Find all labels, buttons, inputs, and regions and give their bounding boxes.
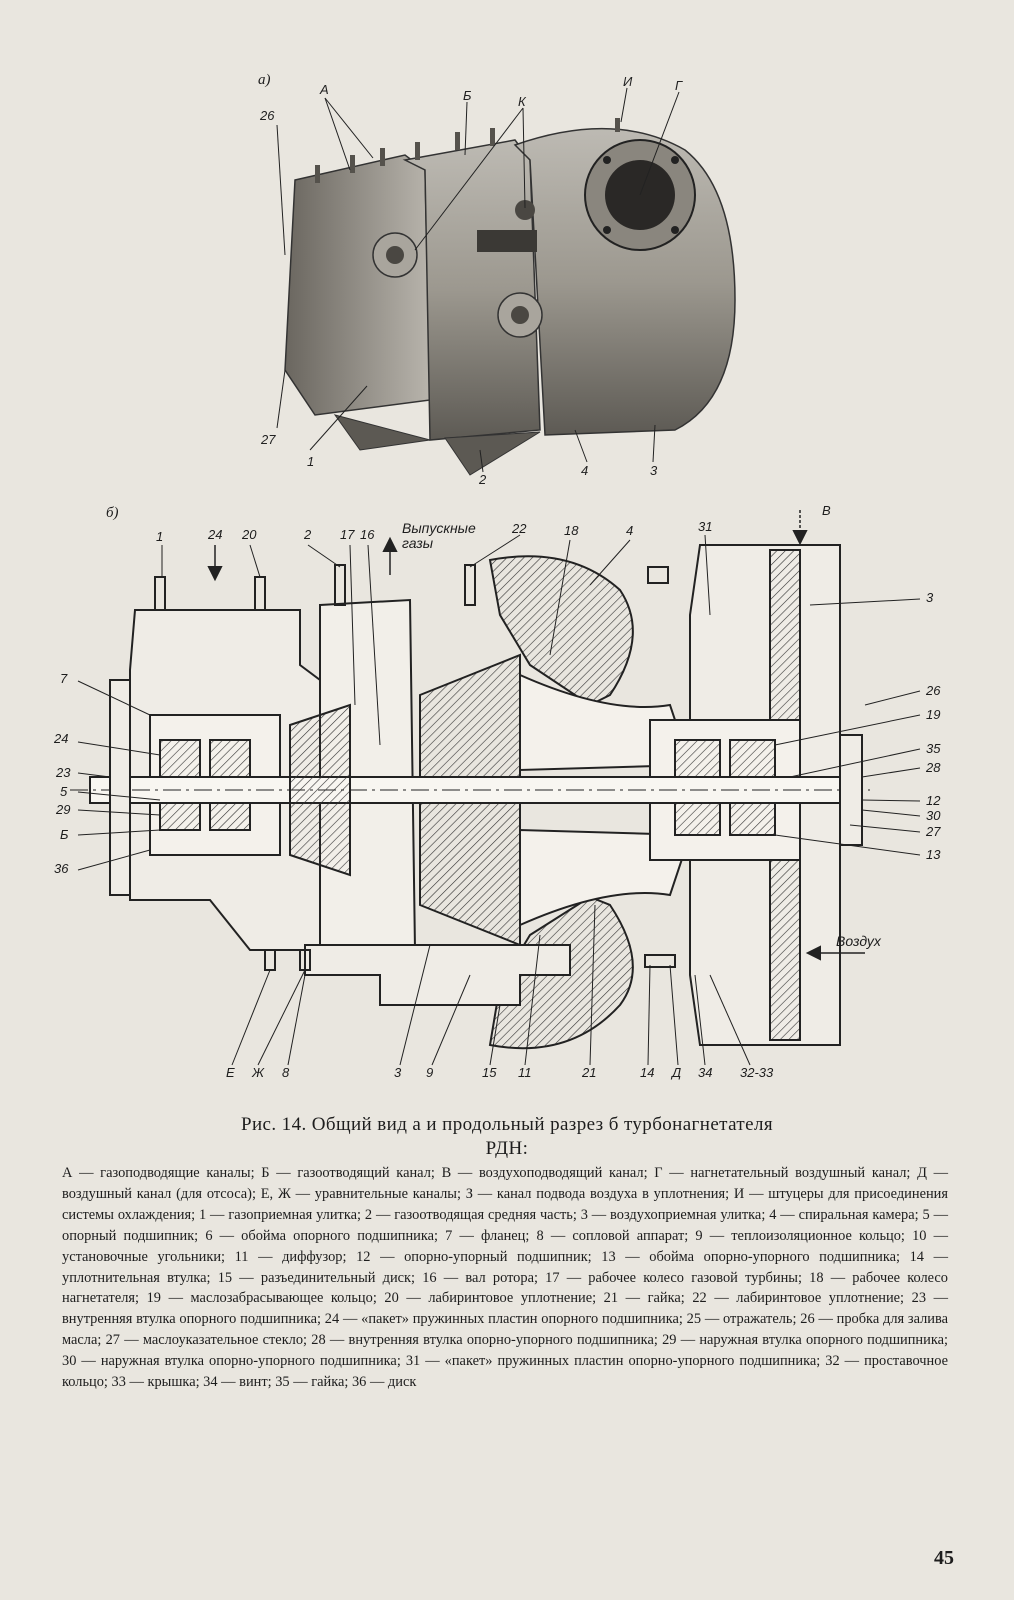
photo-callout-27: 27 <box>261 432 276 447</box>
section-callout-top-4: 4 <box>626 523 634 538</box>
section-drawing <box>70 510 921 1066</box>
caption-title-line1: Рис. 14. Общий вид а и продольный разрез… <box>241 1114 773 1135</box>
figure-legend: А — газоподводящие каналы; Б — газоотвод… <box>62 1165 948 1391</box>
section-callout-top-22: 22 <box>512 521 527 536</box>
section-callout-left-B: Б <box>60 827 69 842</box>
section-callout-bottom-Zh: Ж <box>252 1065 264 1080</box>
section-callout-left-36: 36 <box>54 861 69 876</box>
section-callout-top-31: 31 <box>698 519 713 534</box>
photo-callout-4: 4 <box>581 463 589 478</box>
section-callout-top-18: 18 <box>564 523 579 538</box>
photo-callout-G: Г <box>675 78 683 93</box>
section-callout-right-3: 3 <box>926 590 934 605</box>
section-callout-right-27: 27 <box>926 824 941 839</box>
section-callout-bottom-9: 9 <box>426 1065 434 1080</box>
section-callout-right-12: 12 <box>926 793 941 808</box>
section-callout-left-29: 29 <box>56 802 71 817</box>
exhaust-gases-note: Выпускные газы <box>402 520 476 551</box>
section-callout-right-28: 28 <box>926 760 941 775</box>
section-callout-left-5: 5 <box>60 784 68 799</box>
figure-a-label: а) <box>258 72 271 88</box>
photo-callout-A: А <box>320 82 329 97</box>
photo-callout-1: 1 <box>307 454 315 469</box>
caption-title-line2: РДН: <box>485 1138 529 1159</box>
turbocharger-longitudinal-section: б) Выпускные газы Воздух 1 24 20 2 17 16… <box>50 503 965 1100</box>
section-callout-bottom-21: 21 <box>582 1065 597 1080</box>
photo-callout-26: 26 <box>260 108 275 123</box>
section-callout-top-1: 1 <box>156 529 164 544</box>
section-callout-bottom-3: 3 <box>394 1065 402 1080</box>
air-inlet-note: Воздух <box>836 933 881 949</box>
section-callout-bottom-15: 15 <box>482 1065 497 1080</box>
section-callout-right-26: 26 <box>926 683 941 698</box>
section-callout-top-16: 16 <box>360 527 375 542</box>
photo-callout-I: И <box>623 74 633 89</box>
figure-caption-title: Рис. 14. Общий вид а и продольный разрез… <box>0 1113 1014 1161</box>
photo-callout-3: 3 <box>650 463 658 478</box>
section-callout-bottom-E: Е <box>226 1065 235 1080</box>
photo-callout-B: Б <box>463 88 472 103</box>
section-callout-bottom-32-33: 32-33 <box>740 1065 774 1080</box>
section-callout-bottom-D: Д <box>672 1065 682 1080</box>
section-callout-top-24: 24 <box>208 527 223 542</box>
section-callout-top-2: 2 <box>304 527 312 542</box>
section-callout-bottom-34: 34 <box>698 1065 713 1080</box>
section-callout-top-17: 17 <box>340 527 355 542</box>
turbocharger-photo-drawing <box>276 87 736 476</box>
turbocharger-exterior-photo: 26 А Б К И Г 27 1 2 4 3 <box>255 70 765 500</box>
photo-callout-2: 2 <box>479 472 487 487</box>
section-callout-left-7: 7 <box>60 671 68 686</box>
photo-callout-K: К <box>518 94 526 109</box>
page-number: 45 <box>934 1547 954 1569</box>
figure-b-label: б) <box>106 505 119 521</box>
section-callout-left-24: 24 <box>54 731 69 746</box>
section-callout-bottom-8: 8 <box>282 1065 290 1080</box>
section-callout-right-35: 35 <box>926 741 941 756</box>
section-callout-bottom-11: 11 <box>518 1065 532 1080</box>
section-callout-right-13: 13 <box>926 847 941 862</box>
section-callout-bottom-14: 14 <box>640 1065 655 1080</box>
section-callout-right-30: 30 <box>926 808 941 823</box>
section-callout-right-19: 19 <box>926 707 941 722</box>
section-callout-left-23: 23 <box>56 765 71 780</box>
section-callout-top-20: 20 <box>242 527 257 542</box>
section-callout-top-V: В <box>822 503 831 518</box>
